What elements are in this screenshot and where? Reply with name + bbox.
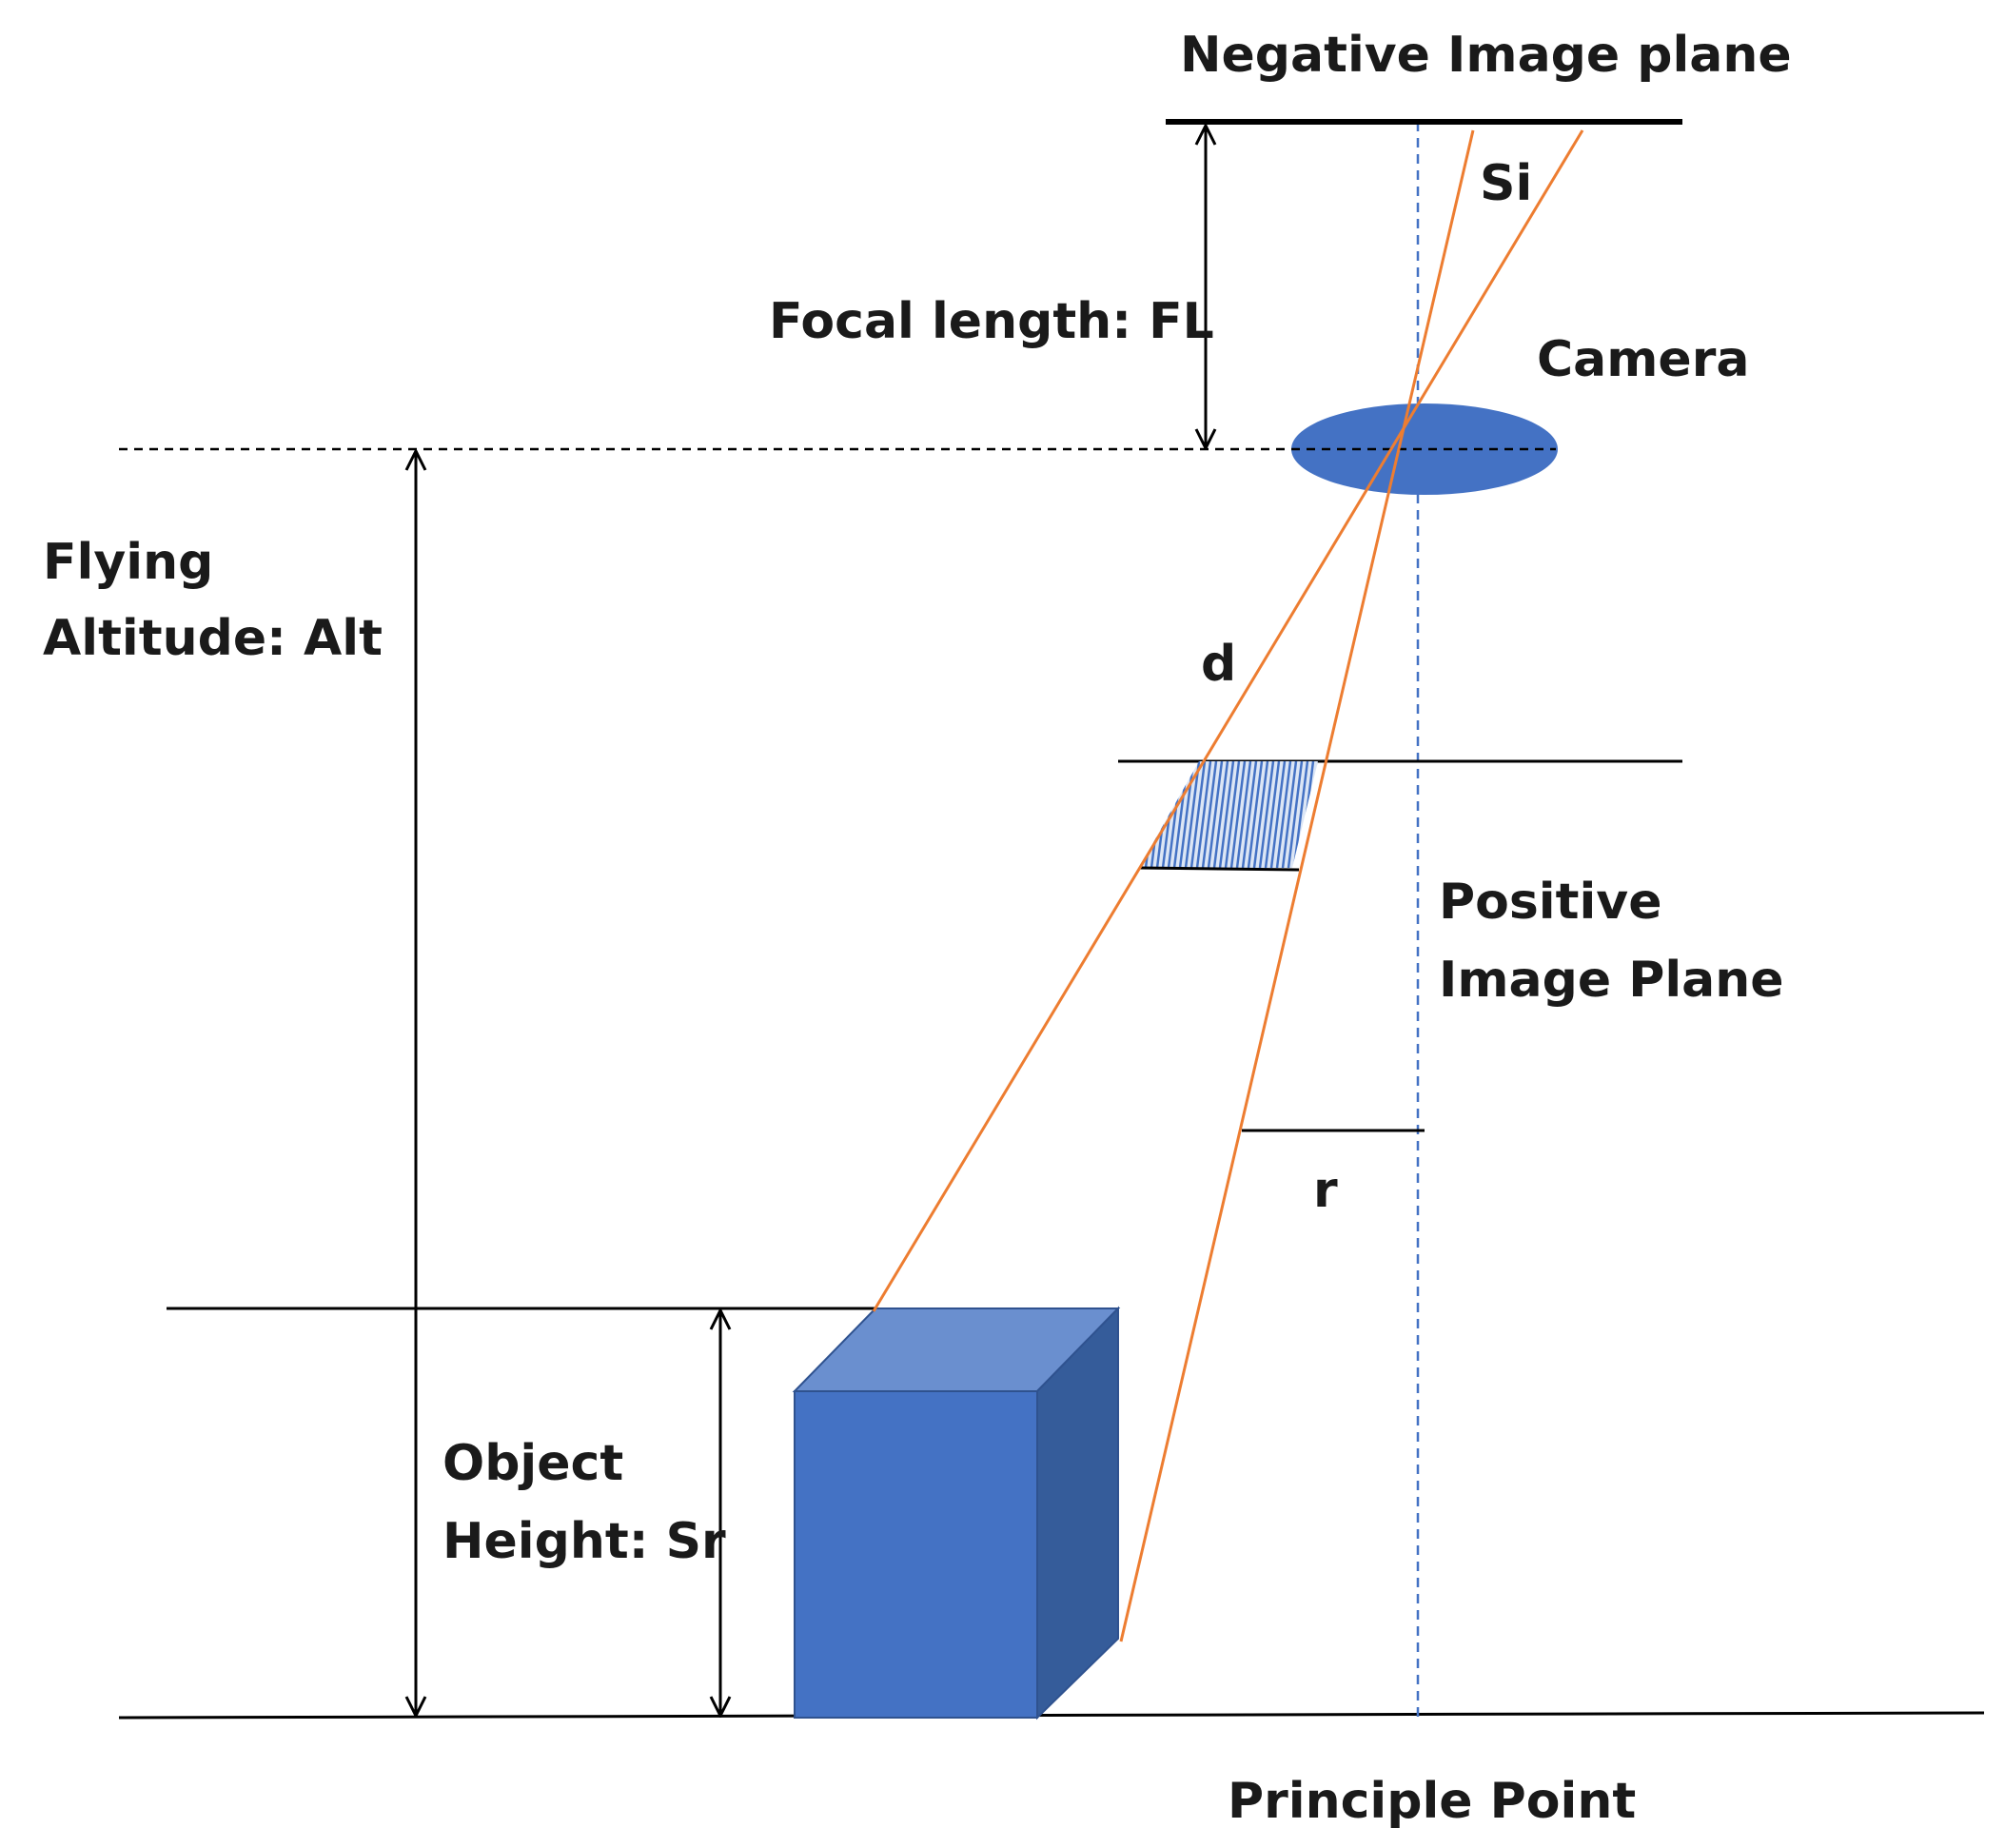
principle-point-label: Principle Point — [1228, 1773, 1636, 1830]
d-label: d — [1201, 636, 1236, 693]
r-label: r — [1313, 1162, 1338, 1219]
negative-image-plane-label: Negative Image plane — [1180, 27, 1792, 84]
hatch-line — [1281, 761, 1298, 868]
object-height-label-line2: Height: Sr — [442, 1513, 726, 1570]
hatch-line — [1178, 761, 1195, 868]
object-cube — [792, 1306, 1121, 1720]
hatch-line — [1184, 761, 1201, 868]
hatch-line — [1117, 761, 1130, 868]
hatch-line — [1224, 761, 1241, 868]
hatch-line — [1269, 761, 1287, 868]
object-height-label-line1: Object — [442, 1435, 623, 1492]
flying-altitude-label-line2: Altitude: Alt — [43, 610, 383, 667]
hatch-line — [1258, 761, 1275, 868]
hatch-line — [1189, 761, 1207, 868]
si-label: Si — [1480, 155, 1532, 212]
flying-altitude-label-line1: Flying — [43, 534, 213, 591]
focal-length-label: Focal length: FL — [769, 293, 1214, 350]
ground-line — [118, 1711, 1985, 1720]
hatch-line — [1195, 761, 1212, 868]
hatch-line — [1252, 761, 1269, 868]
positive-image-plane-label-line2: Image Plane — [1439, 952, 1784, 1009]
hatch-line — [1201, 761, 1218, 868]
camera-lens — [1291, 403, 1558, 495]
hatch-line — [1323, 761, 1336, 868]
hatch-line — [1139, 761, 1150, 868]
hatch-line — [1123, 761, 1136, 868]
hatch-line — [1241, 761, 1258, 868]
positive-image-plane-label-line1: Positive — [1439, 874, 1661, 931]
hatch-line — [1247, 761, 1264, 868]
hatch-line — [1292, 761, 1309, 868]
hatch-line — [1207, 761, 1224, 868]
hatch-line — [1275, 761, 1292, 868]
hatch-line — [1212, 761, 1229, 868]
hatch-line — [1139, 761, 1144, 868]
hatch-line — [1229, 761, 1247, 868]
camera-label: Camera — [1537, 331, 1749, 388]
ray-object-base — [1119, 129, 1475, 1642]
hatch-line — [1287, 761, 1304, 868]
hatch-line — [1218, 761, 1235, 868]
ray-object-top — [872, 129, 1584, 1312]
hatch-line — [1264, 761, 1281, 868]
hatch-line — [1235, 761, 1252, 868]
